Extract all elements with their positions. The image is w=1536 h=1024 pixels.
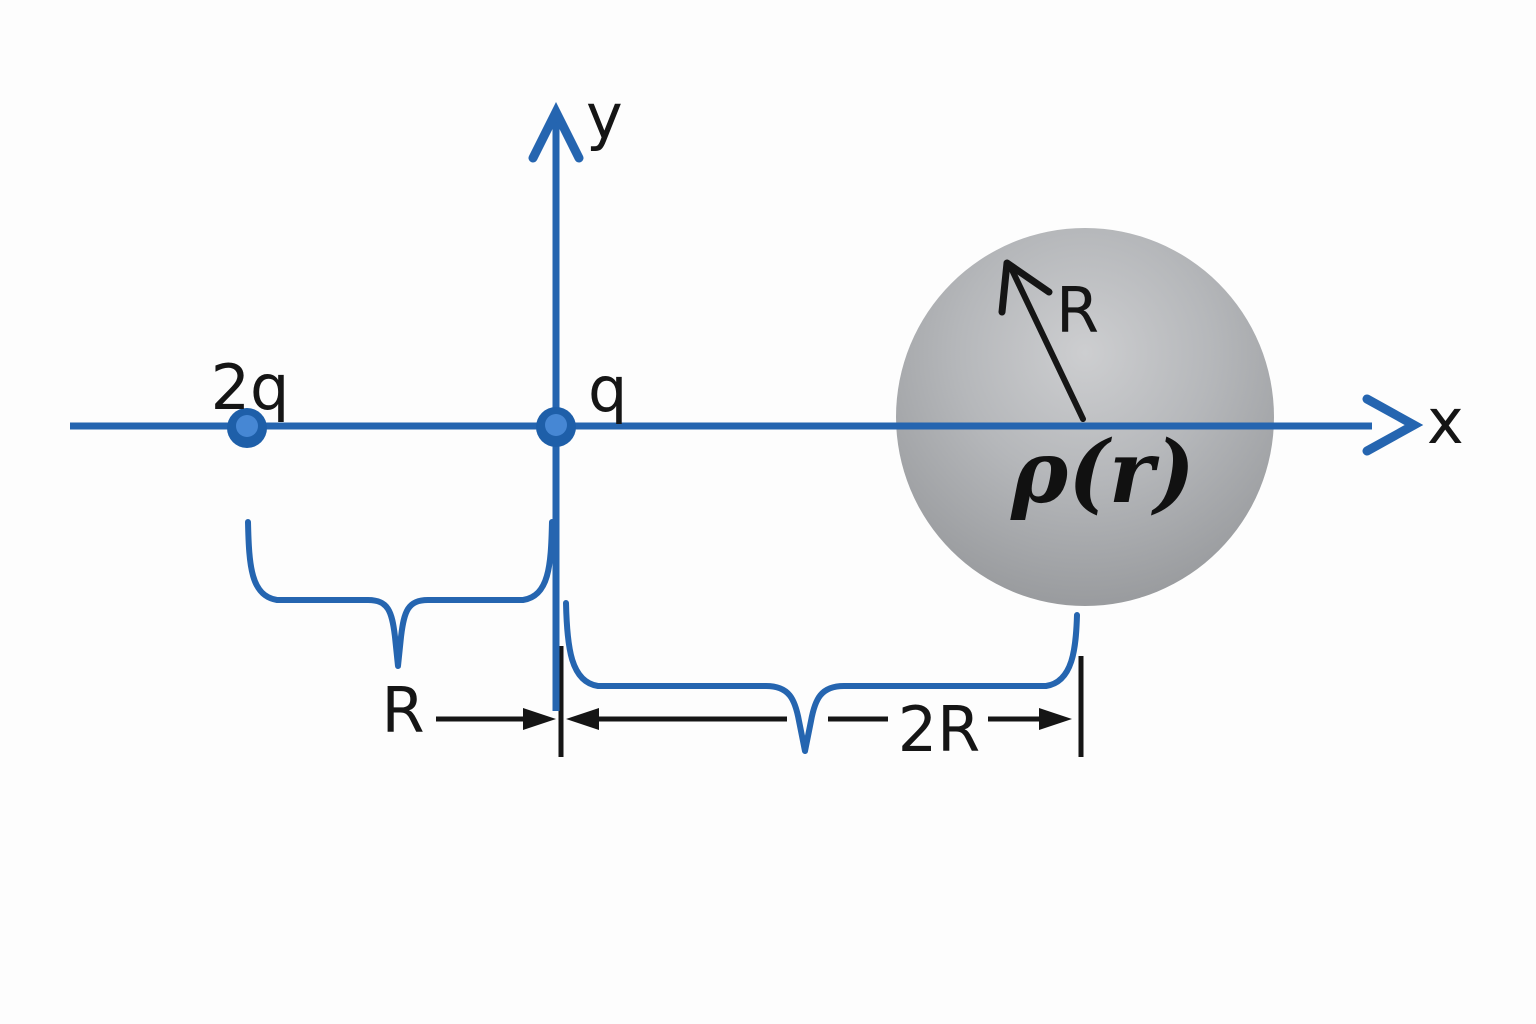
y-axis-label: y — [586, 80, 623, 153]
radius-arrow-shaft — [1009, 267, 1086, 422]
sphere-radius-label: R — [1056, 274, 1099, 347]
dim-R-arrowhead-icon — [523, 708, 556, 730]
dim-R-label: R — [381, 674, 424, 747]
x-axis-arrowhead-icon — [1362, 394, 1424, 456]
brace-2R-span — [563, 600, 1080, 754]
charge-dot-q-highlight — [545, 414, 567, 436]
charge-2q-label: 2q — [211, 351, 290, 424]
charge-dot-2q-highlight — [236, 415, 258, 437]
dim-2R-right-arrowhead-icon — [1039, 708, 1072, 730]
charge-q-label: q — [588, 353, 627, 426]
brace-R-span — [245, 519, 555, 669]
y-axis-arrowhead-icon — [528, 101, 584, 163]
dim-2R-left-arrowhead-icon — [566, 708, 599, 730]
charge-density-label: ρ(r) — [1010, 422, 1195, 523]
dim-2R-label: 2R — [898, 693, 981, 766]
radius-arrowhead-icon — [998, 259, 1053, 316]
x-axis-label: x — [1427, 385, 1464, 458]
